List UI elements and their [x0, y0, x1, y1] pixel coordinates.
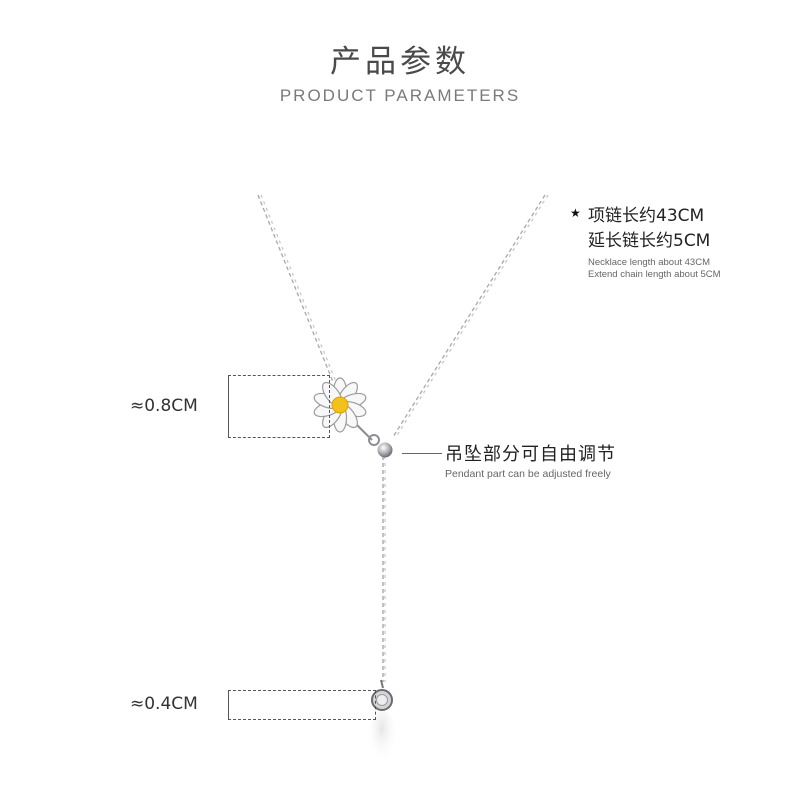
extension-length-cn: 延长链长约5CM — [588, 231, 711, 251]
flower-size-bracket — [228, 375, 330, 438]
page-subtitle: PRODUCT PARAMETERS — [279, 86, 521, 105]
necklace-length-cn: 项链长约43CM — [588, 206, 705, 226]
star-icon: ★ — [570, 206, 581, 220]
pendant-note: 吊坠部分可自由调节 Pendant part can be adjusted f… — [445, 440, 616, 480]
extension-length-en: Extend chain length about 5CM — [588, 269, 721, 280]
drop-chain — [382, 456, 386, 682]
daisy-pendant — [313, 377, 367, 433]
flower-size-label: ≈0.8CM — [130, 396, 198, 416]
chain-right — [392, 194, 549, 438]
stone-size-label: ≈0.4CM — [130, 694, 198, 714]
leader-line — [402, 453, 442, 454]
pendant-note-en: Pendant part can be adjusted freely — [445, 468, 611, 480]
page-title: 产品参数 — [330, 44, 470, 80]
pendant-note-cn: 吊坠部分可自由调节 — [445, 444, 616, 465]
slider-bead — [377, 442, 393, 458]
necklace-length-en: Necklace length about 43CM — [588, 257, 710, 268]
chain-left — [257, 194, 337, 383]
stone-size-bracket — [228, 690, 376, 720]
spec-block: ★ 项链长约43CM 延长链长约5CM Necklace length abou… — [570, 204, 721, 281]
